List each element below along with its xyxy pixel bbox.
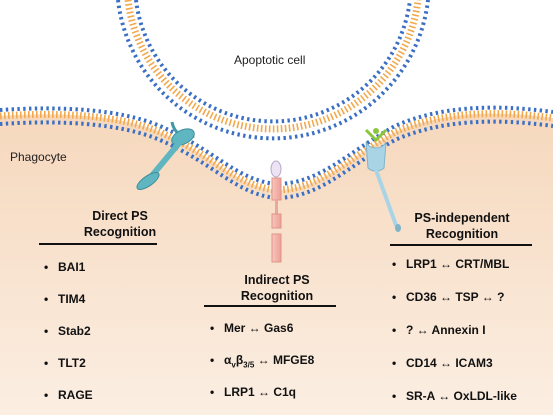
list-item: •LRP1 ↔ C1q <box>210 385 297 399</box>
indirect-title-line1: Indirect PS <box>244 273 310 287</box>
independent-divider <box>390 244 532 246</box>
list-item: •CD36 ↔ TSP ↔ ? <box>392 290 505 304</box>
direct-title-line1: Direct PS <box>92 209 148 223</box>
indirect-bridge-icon <box>270 160 282 263</box>
list-item: •BAI1 <box>44 260 86 274</box>
list-item: •Stab2 <box>44 324 91 338</box>
list-item: •SR-A ↔ OxLDL-like <box>392 389 517 403</box>
ps-independent-receptor-icon <box>364 128 401 232</box>
apoptotic-cell-membrane <box>116 0 430 141</box>
indirect-title-line2: Recognition <box>240 289 314 303</box>
list-item: •? ↔ Annexin I <box>392 323 486 337</box>
list-item: •Mer ↔ Gas6 <box>210 321 294 335</box>
list-item: •TIM4 <box>44 292 86 306</box>
independent-title-line1: PS-independent <box>414 211 510 225</box>
phagocyte-label: Phagocyte <box>10 150 67 164</box>
indirect-divider <box>204 305 336 307</box>
apoptotic-cell-label: Apoptotic cell <box>234 53 306 67</box>
list-item: •TLT2 <box>44 356 86 370</box>
list-item: •RAGE <box>44 388 93 402</box>
direct-receptor-icon <box>136 121 195 191</box>
direct-title-line2: Recognition <box>83 225 157 239</box>
list-item: •CD14 ↔ ICAM3 <box>392 356 493 370</box>
independent-title-line2: Recognition <box>425 227 499 241</box>
list-item: •LRP1 ↔ CRT/MBL <box>392 257 510 271</box>
direct-divider <box>39 243 157 245</box>
list-item: •αvβ3/5 ↔ MFGE8 <box>210 353 315 370</box>
